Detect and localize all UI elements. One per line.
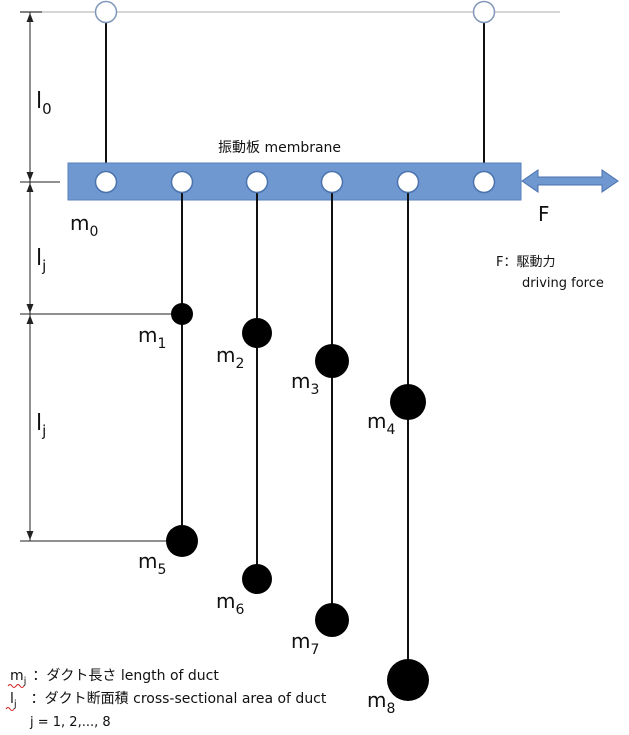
mass-label-m7: m7	[291, 629, 319, 658]
mass-m1	[171, 303, 193, 325]
mass-label-m8: m8	[367, 688, 395, 717]
force-legend-line2: driving force	[522, 276, 604, 291]
dim-label-lj-lower: lj	[36, 411, 46, 440]
legend-line-j-range: j = 1, 2,..., 8	[29, 715, 111, 730]
force-label: F	[538, 202, 550, 226]
force-legend-line1: F：駆動力	[496, 255, 555, 270]
spellcheck-squiggle-lj	[5, 707, 15, 711]
spellcheck-squiggle-mj	[7, 684, 25, 688]
mass-label-m2: m2	[216, 343, 244, 372]
membrane-plate	[67, 162, 522, 201]
ceiling-anchor-right	[472, 0, 496, 24]
mass-label-m5: m5	[138, 549, 166, 578]
mass-m2	[242, 318, 272, 348]
mass-label-m6: m6	[216, 589, 244, 618]
mass-m8	[387, 659, 429, 701]
membrane-attachment-circles	[94, 170, 496, 194]
mass-m7	[315, 603, 349, 637]
mass-label-m4: m4	[367, 409, 395, 438]
dim-label-lj-upper: lj	[36, 246, 46, 275]
mass-m6	[242, 564, 272, 594]
mass-m3	[315, 344, 349, 378]
membrane-label: 振動板 membrane	[218, 140, 341, 156]
mass-label-m0: m0	[70, 211, 98, 240]
legend-line-mj: mj：ダクト長さ length of duct	[10, 668, 219, 687]
driving-force-arrow-icon	[521, 169, 619, 193]
legend-line-lj: lj：ダクト断面積 cross-sectional area of duct	[10, 691, 327, 710]
mass-m5	[166, 525, 198, 557]
ceiling-anchor-left	[94, 0, 118, 24]
mass-m4	[390, 384, 426, 420]
dim-label-l0: l0	[36, 89, 52, 118]
dimension-arrowheads	[26, 13, 34, 540]
mass-label-m3: m3	[291, 369, 319, 398]
mass-label-m1: m1	[138, 323, 166, 352]
